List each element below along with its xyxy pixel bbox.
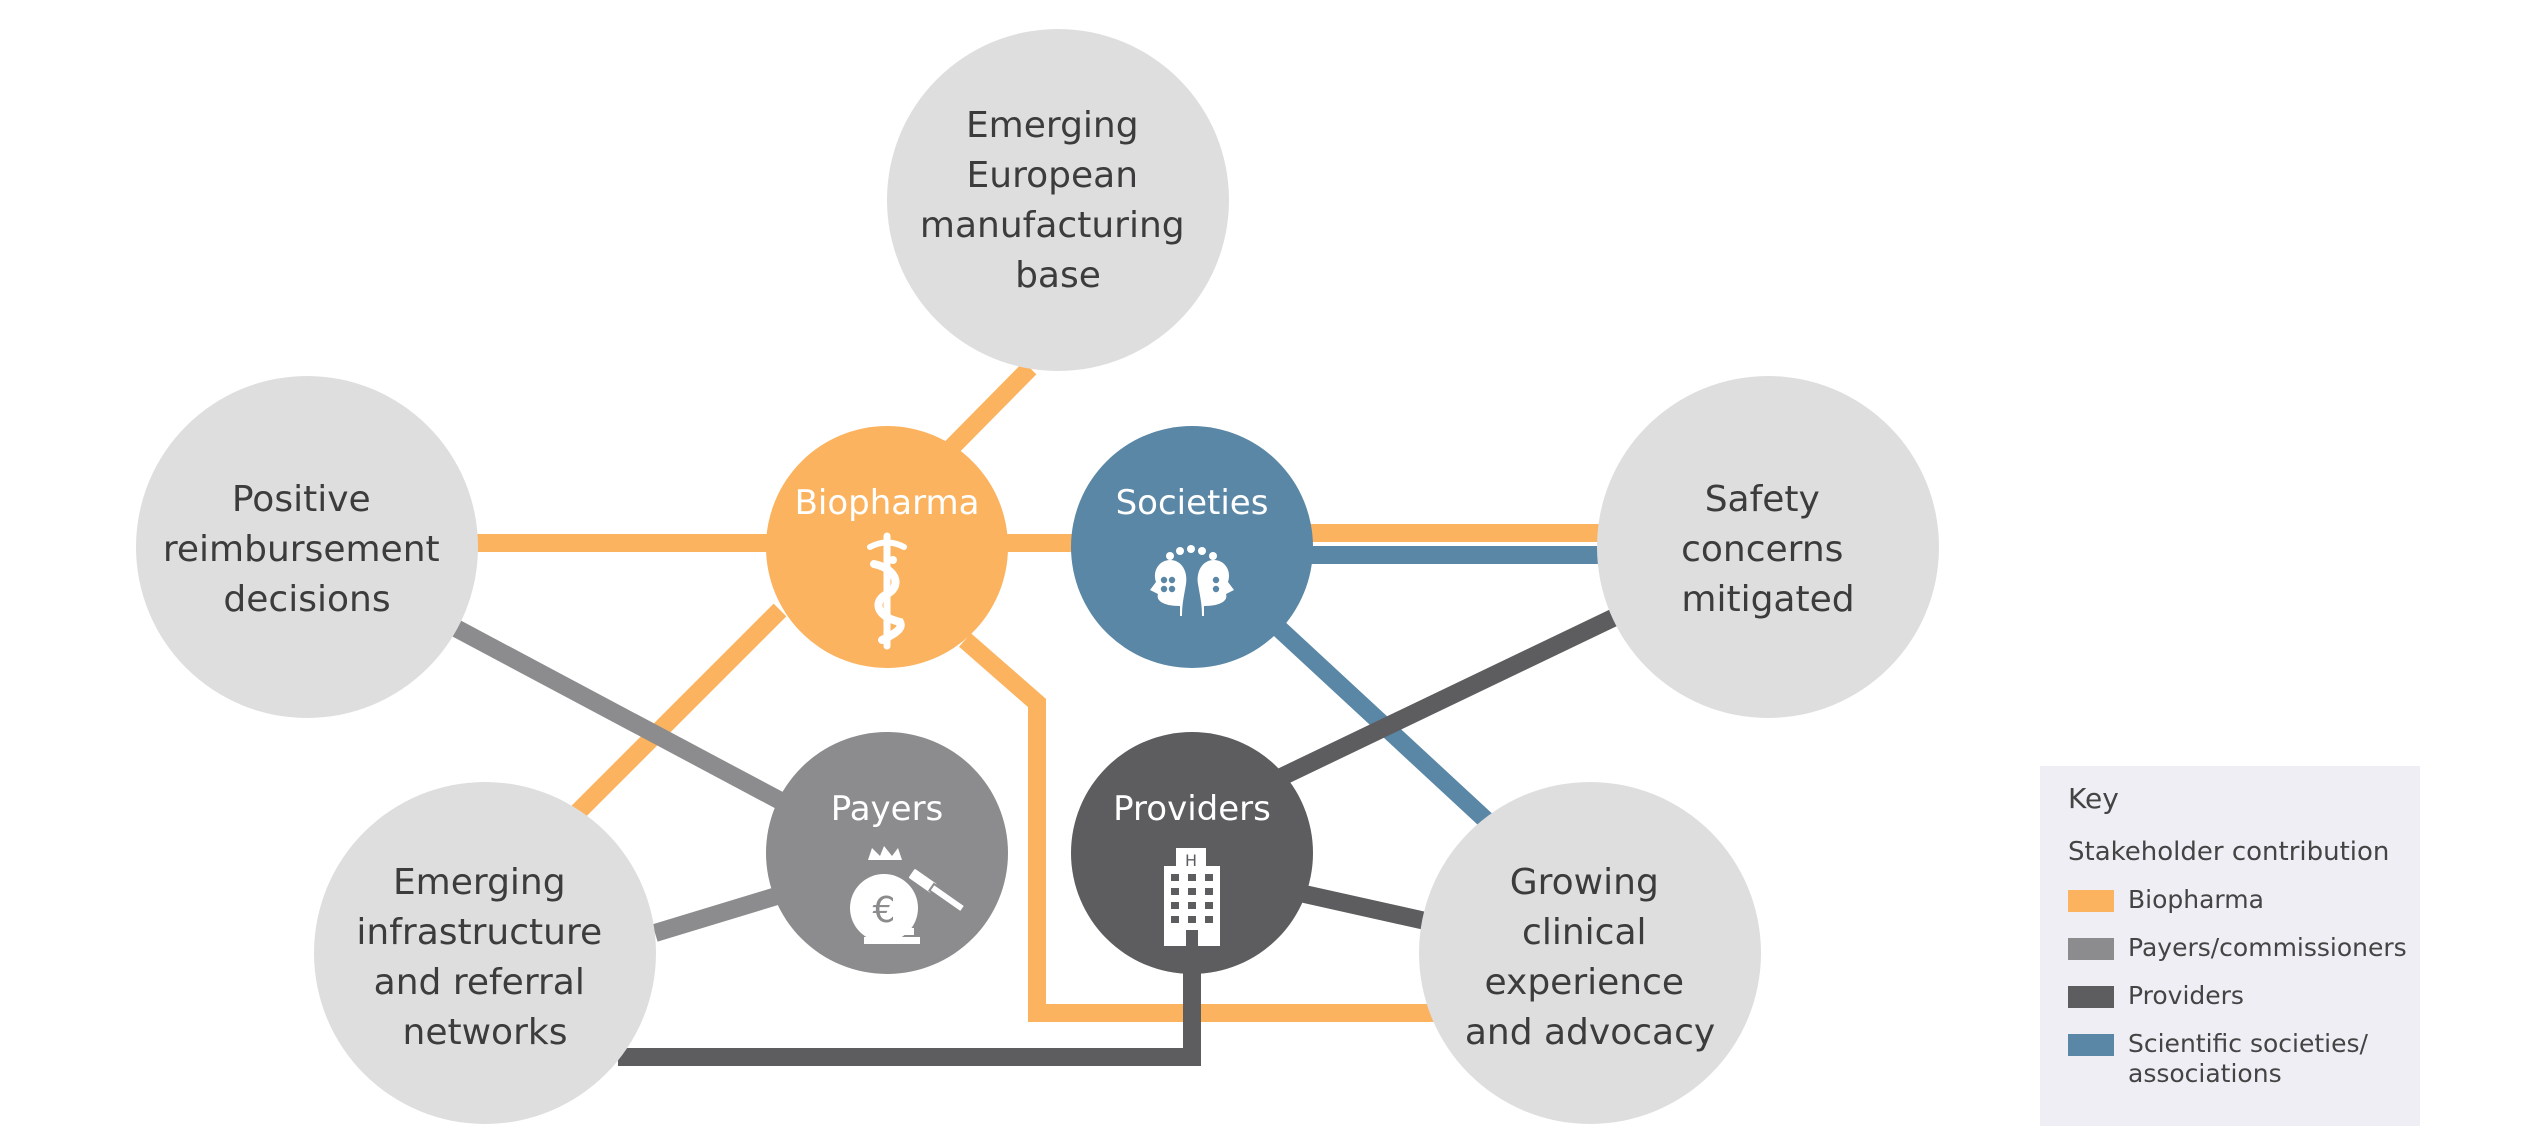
money-bag-gavel-icon: € bbox=[850, 846, 967, 944]
stakeholder-biopharma-label: Biopharma bbox=[795, 483, 980, 523]
stakeholder-societies-label: Societies bbox=[1116, 483, 1269, 523]
svg-text:Positive reimbursement: Positive reimbursement decisions bbox=[163, 479, 451, 620]
outcome-clinical-line: clinical bbox=[1522, 912, 1646, 953]
outcome-infrastructure-line: infrastructure bbox=[356, 912, 602, 953]
outcome-clinical-circle bbox=[1419, 782, 1761, 1124]
legend-item-biopharma: Biopharma bbox=[2068, 885, 2420, 915]
hospital-building-icon: H bbox=[1164, 848, 1220, 946]
svg-text:Growing clinical: Growing clinical experience and advocacy bbox=[1465, 862, 1715, 1053]
link-payers-infrastructure bbox=[652, 886, 783, 942]
legend-subtitle: Stakeholder contribution bbox=[2068, 837, 2390, 867]
outcome-clinical-line: and advocacy bbox=[1465, 1012, 1715, 1053]
link-payers-reimbursement bbox=[445, 617, 795, 814]
link-biopharma-infrastructure bbox=[571, 603, 787, 819]
link-providers-safety bbox=[1271, 608, 1619, 789]
legend-item-societies: Scientific societies/ associations bbox=[2068, 1029, 2420, 1089]
outcome-manufacturing-line: European bbox=[967, 155, 1138, 196]
outcome-safety-line: Safety bbox=[1705, 479, 1820, 520]
outcome-infrastructure-line: Emerging bbox=[393, 862, 566, 903]
outcome-manufacturing-circle bbox=[887, 29, 1229, 371]
stakeholder-providers: Providers H bbox=[1071, 732, 1313, 974]
outcome-safety-line: concerns bbox=[1681, 529, 1843, 570]
outcome-infrastructure: Emerging infrastructure and referral net… bbox=[314, 782, 656, 1124]
outcome-clinical-line: experience bbox=[1485, 962, 1685, 1003]
legend-label: Providers bbox=[2128, 981, 2244, 1010]
stakeholder-payers: Payers € bbox=[766, 732, 1008, 974]
legend-item-providers: Providers bbox=[2068, 981, 2420, 1011]
stakeholder-societies: Societies bbox=[1071, 426, 1313, 668]
svg-text:Emerging European: Emerging European manufacturing base bbox=[920, 105, 1196, 296]
svg-text:€: € bbox=[873, 890, 896, 931]
legend-title: Key bbox=[2068, 782, 2119, 815]
link-biopharma-clinical bbox=[959, 633, 1440, 1022]
outcome-infrastructure-circle bbox=[314, 782, 656, 1124]
outcome-safety-circle bbox=[1597, 376, 1939, 718]
outcome-manufacturing-line: Emerging bbox=[966, 105, 1139, 146]
stakeholder-payers-label: Payers bbox=[831, 789, 944, 829]
outcome-reimbursement: Positive reimbursement decisions bbox=[136, 376, 478, 718]
svg-text:Safety concerns: Safety concerns mitigated bbox=[1681, 479, 1855, 620]
link-providers-clinical bbox=[1298, 884, 1432, 931]
legend-swatch-payers bbox=[2068, 938, 2114, 960]
legend-label: Scientific societies/ associations bbox=[2128, 1029, 2368, 1088]
legend-swatch-societies bbox=[2068, 1034, 2114, 1056]
stakeholder-biopharma: Biopharma bbox=[766, 426, 1008, 668]
outcome-safety: Safety concerns mitigated bbox=[1597, 376, 1939, 718]
stakeholder-providers-label: Providers bbox=[1113, 789, 1271, 829]
outcome-reimbursement-line: Positive bbox=[232, 479, 371, 520]
outcome-infrastructure-line: and referral bbox=[374, 962, 585, 1003]
legend-swatch-providers bbox=[2068, 986, 2114, 1008]
outcome-manufacturing-line: manufacturing bbox=[920, 205, 1185, 246]
two-heads-icon bbox=[1150, 545, 1234, 616]
outcome-reimbursement-line: decisions bbox=[223, 579, 390, 620]
outcome-manufacturing: Emerging European manufacturing base bbox=[887, 29, 1229, 371]
legend-swatch-biopharma bbox=[2068, 890, 2114, 912]
outcome-safety-line: mitigated bbox=[1681, 579, 1854, 620]
outcome-clinical-line: Growing bbox=[1510, 862, 1659, 903]
legend-label: Payers/commissioners bbox=[2128, 933, 2407, 962]
outcome-reimbursement-line: reimbursement bbox=[163, 529, 440, 570]
link-providers-infrastructure bbox=[618, 970, 1201, 1066]
outcome-infrastructure-line: networks bbox=[403, 1012, 568, 1053]
legend-key: Key Stakeholder contribution Biopharma P… bbox=[2040, 766, 2420, 1126]
legend-item-payers: Payers/commissioners bbox=[2068, 933, 2420, 963]
caduceus-icon bbox=[867, 532, 907, 650]
outcome-clinical: Growing clinical experience and advocacy bbox=[1419, 782, 1761, 1124]
legend-label: Biopharma bbox=[2128, 885, 2264, 914]
svg-text:Emerging infrastructur: Emerging infrastructure and referral net… bbox=[356, 862, 613, 1053]
outcome-manufacturing-line: base bbox=[1015, 255, 1101, 296]
svg-text:H: H bbox=[1185, 851, 1197, 870]
outcome-reimbursement-circle bbox=[136, 376, 478, 718]
